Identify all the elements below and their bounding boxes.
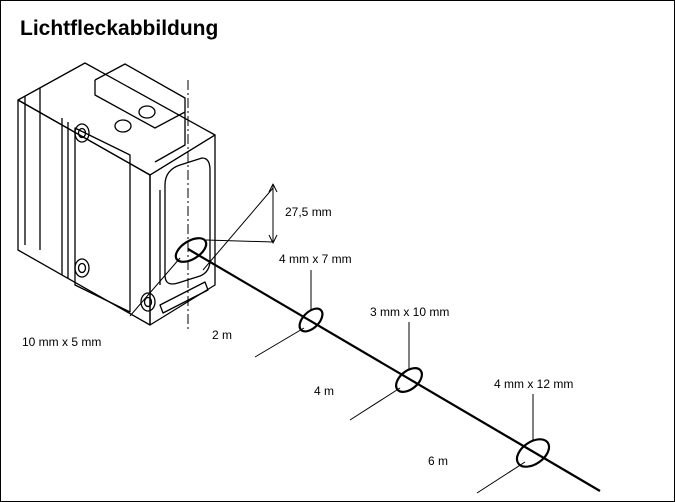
light-beam-line — [187, 248, 601, 492]
spot-2m-label: 4 mm x 7 mm — [279, 252, 352, 266]
distance-extensions — [254, 327, 526, 494]
spot-6m-label: 4 mm x 12 mm — [494, 377, 573, 391]
mounting-screw-icon — [74, 105, 156, 312]
distance-2m-label: 2 m — [212, 328, 232, 342]
sensor-housing-icon — [17, 62, 216, 326]
distance-4m-label: 4 m — [314, 384, 334, 398]
spot-leaders — [129, 257, 534, 441]
spot-0m-label: 10 mm x 5 mm — [22, 335, 101, 349]
figure-title: Lichtfleckabbildung — [20, 17, 219, 40]
light-spot-ellipse-icon — [515, 438, 551, 468]
distance-6m-label: 6 m — [428, 454, 448, 468]
offset-height-label: 27,5 mm — [285, 205, 332, 219]
spot-4m-label: 3 mm x 10 mm — [370, 305, 449, 319]
offset-dimension — [202, 183, 278, 271]
light-spot-ellipse-icon — [174, 237, 208, 263]
